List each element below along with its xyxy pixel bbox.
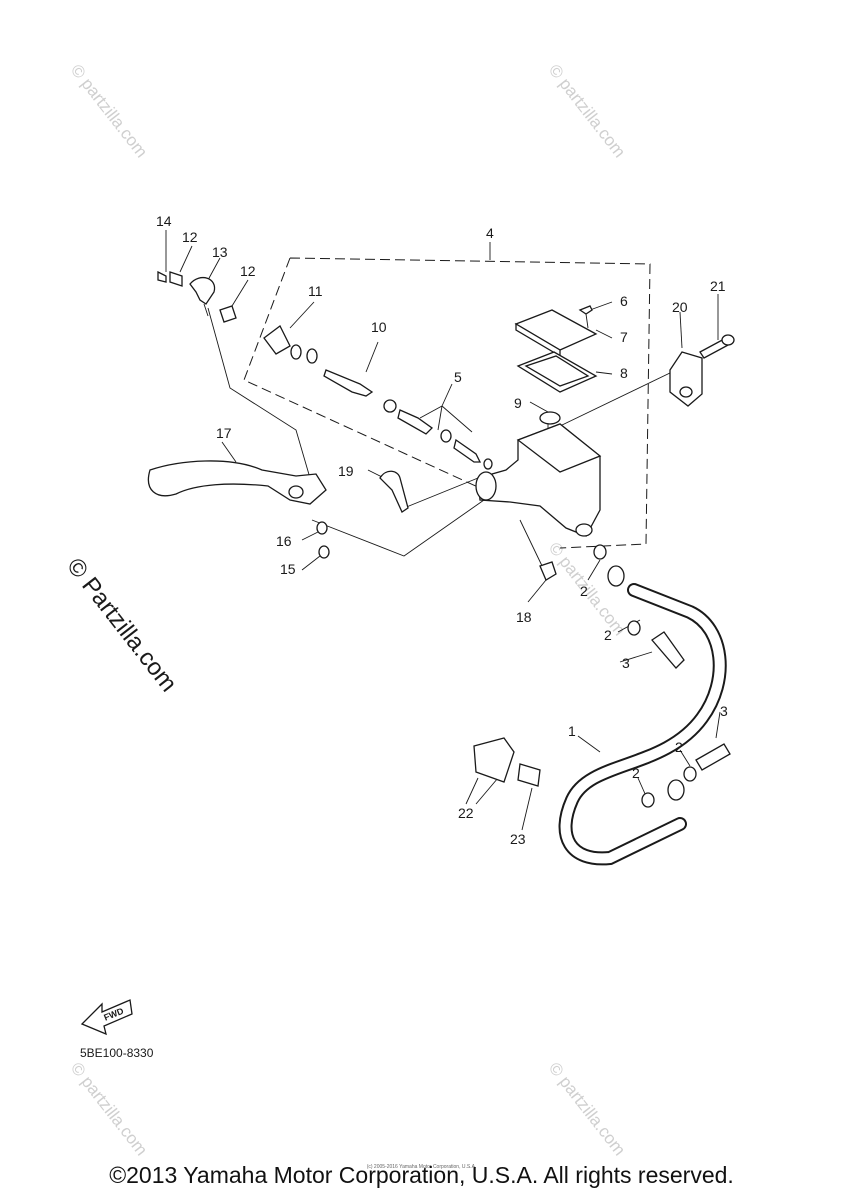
callout-2: 2	[604, 627, 612, 643]
callout-12: 12	[240, 263, 256, 279]
circlip	[318, 545, 330, 559]
leader-lines	[165, 230, 721, 831]
callout-2: 2	[632, 765, 640, 781]
lever-pivot-parts	[157, 270, 237, 323]
watermark: © partzilla.com	[545, 1059, 629, 1159]
callout-11: 11	[308, 283, 323, 299]
watermark: © partzilla.com	[67, 61, 151, 161]
washer	[316, 521, 328, 535]
callout-1: 1	[568, 723, 576, 739]
callout-21: 21	[710, 278, 726, 294]
lever-pin	[379, 470, 409, 513]
callout-22: 22	[458, 805, 474, 821]
callout-3: 3	[720, 703, 728, 719]
nut	[539, 561, 557, 581]
brake-hose	[558, 565, 727, 866]
piston-parts	[263, 325, 493, 470]
watermark-large: © Partzilla.com	[61, 553, 182, 697]
callout-13: 13	[212, 244, 228, 260]
master-cylinder-body	[475, 423, 602, 537]
callout-18: 18	[516, 609, 532, 625]
callout-23: 23	[510, 831, 526, 847]
watermark: © partzilla.com	[67, 1059, 151, 1159]
callout-17: 17	[216, 425, 232, 441]
callout-2: 2	[580, 583, 588, 599]
washer	[593, 544, 607, 560]
copyright-small: (c) 2005-2016 Yamaha Motor Corporation, …	[366, 1164, 477, 1170]
callout-10: 10	[371, 319, 387, 335]
callout-7: 7	[620, 329, 628, 345]
callout-19: 19	[338, 463, 354, 479]
callout-20: 20	[672, 299, 688, 315]
forward-arrow: FWD	[80, 999, 133, 1036]
copyright: ©2013 Yamaha Motor Corporation, U.S.A. A…	[109, 1162, 734, 1188]
callout-4: 4	[486, 225, 494, 241]
watermarks: © partzilla.com © partzilla.com © partzi…	[61, 61, 629, 1159]
callout-14: 14	[156, 213, 172, 229]
holder-and-bolt	[669, 334, 735, 407]
callout-16: 16	[276, 533, 292, 549]
callout-12: 12	[182, 229, 198, 245]
callout-9: 9	[514, 395, 522, 411]
reservoir-cap-parts	[514, 305, 598, 425]
callout-6: 6	[620, 293, 628, 309]
union-bolts	[627, 620, 731, 808]
callouts: 1 2 2 2 2 3 3 4 5 6 7 8 9 10 11 12 12 13…	[156, 213, 728, 847]
callout-8: 8	[620, 365, 628, 381]
callout-5: 5	[454, 369, 462, 385]
callout-3: 3	[622, 655, 630, 671]
callout-15: 15	[280, 561, 296, 577]
watermark: © partzilla.com	[545, 61, 629, 161]
callout-2: 2	[675, 739, 683, 755]
hose-clamp	[473, 737, 541, 787]
brake-lever	[147, 460, 327, 505]
diagram-code: 5BE100-8330	[80, 1046, 154, 1060]
lever-pivot-hole	[288, 485, 304, 499]
